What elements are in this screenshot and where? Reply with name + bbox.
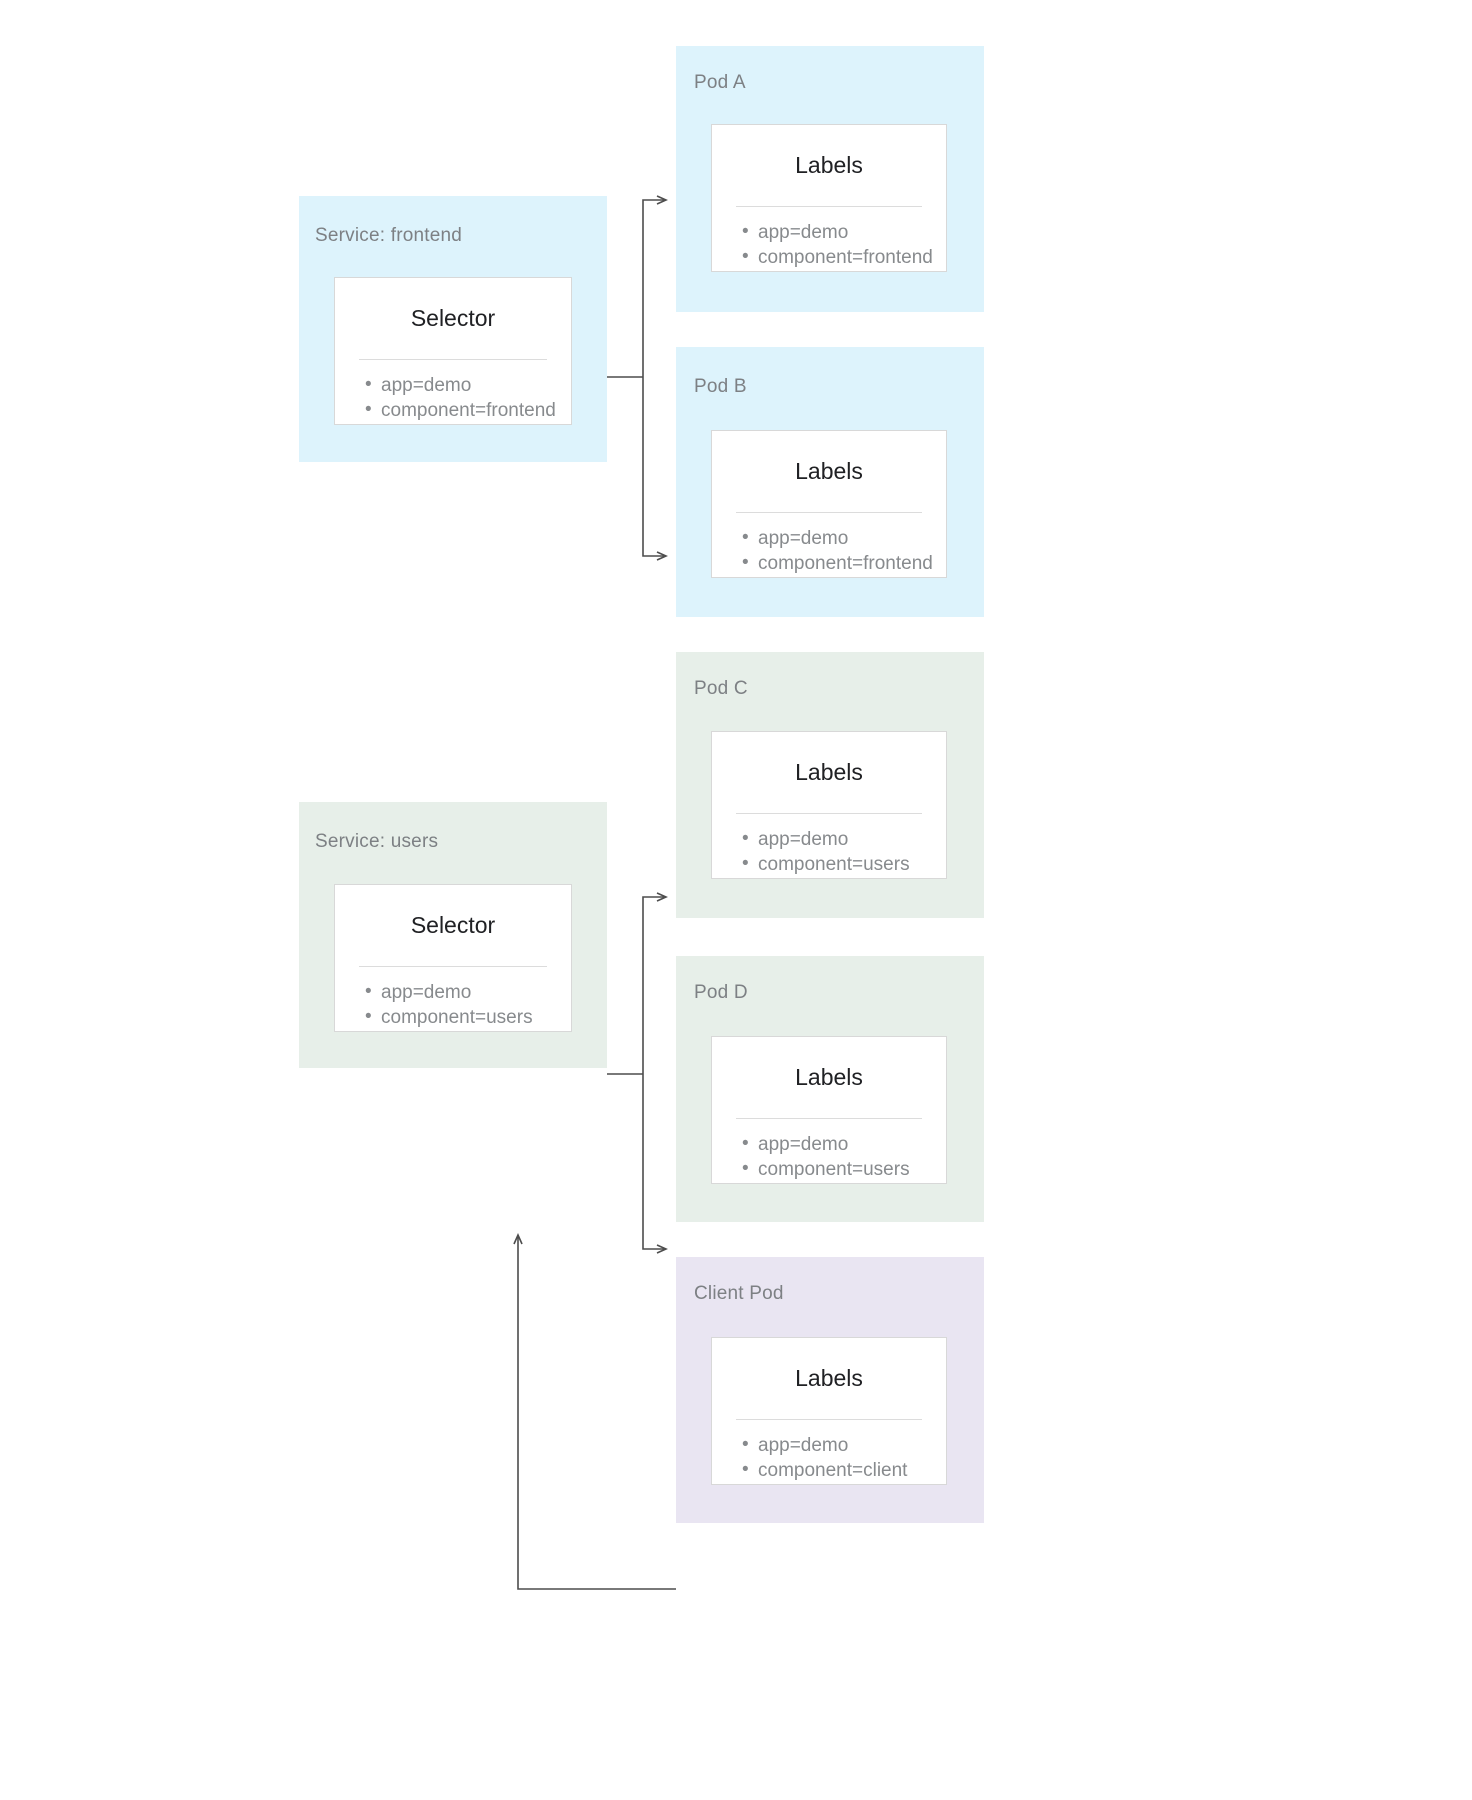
card-divider xyxy=(736,812,922,814)
pod-b-labels-card[interactable]: Labels app=demo component=frontend xyxy=(711,430,947,578)
pod-d-label-list: app=demo component=users xyxy=(712,1119,946,1182)
client-pod-title: Client Pod xyxy=(694,1283,784,1304)
card-divider xyxy=(736,511,922,513)
selector-card-title: Selector xyxy=(410,912,496,938)
list-item: component=frontend xyxy=(742,550,946,576)
connector-client-to-users xyxy=(513,1233,676,1590)
card-divider xyxy=(736,1117,922,1119)
selector-label-list: app=demo component=frontend xyxy=(335,360,571,423)
pod-a-labels-card[interactable]: Labels app=demo component=frontend xyxy=(711,124,947,272)
pod-c-labels-card[interactable]: Labels app=demo component=users xyxy=(711,731,947,879)
list-item: component=users xyxy=(742,1156,946,1182)
selector-card-title: Selector xyxy=(410,305,496,331)
pod-b-label-list: app=demo component=frontend xyxy=(712,513,946,576)
pod-c-label-list: app=demo component=users xyxy=(712,814,946,877)
service-users-title: Service: users xyxy=(315,831,439,852)
service-frontend-title: Service: frontend xyxy=(315,225,463,246)
list-item: app=demo xyxy=(742,525,946,551)
list-item: component=client xyxy=(742,1457,946,1483)
pod-d-labels-card[interactable]: Labels app=demo component=users xyxy=(711,1036,947,1184)
list-item: app=demo xyxy=(365,372,571,398)
list-item: component=frontend xyxy=(365,397,571,423)
client-pod-labels-card[interactable]: Labels app=demo component=client xyxy=(711,1337,947,1485)
card-divider xyxy=(359,358,547,360)
card-divider xyxy=(736,205,922,207)
pod-c-title: Pod C xyxy=(694,678,748,699)
list-item: component=users xyxy=(742,851,946,877)
selector-label-list: app=demo component=users xyxy=(335,967,571,1030)
pod-b-title: Pod B xyxy=(694,376,747,397)
list-item: component=frontend xyxy=(742,244,946,270)
list-item: app=demo xyxy=(742,219,946,245)
labels-card-title: Labels xyxy=(795,458,863,484)
connector-users-to-pods xyxy=(607,892,668,1254)
service-frontend-selector-card[interactable]: Selector app=demo component=frontend xyxy=(334,277,572,425)
client-pod-label-list: app=demo component=client xyxy=(712,1420,946,1483)
labels-card-title: Labels xyxy=(795,1064,863,1090)
labels-card-title: Labels xyxy=(795,759,863,785)
list-item: app=demo xyxy=(365,979,571,1005)
card-divider xyxy=(359,965,547,967)
labels-card-title: Labels xyxy=(795,1365,863,1391)
list-item: component=users xyxy=(365,1004,571,1030)
pod-a-label-list: app=demo component=frontend xyxy=(712,207,946,270)
connector-frontend-to-pods xyxy=(607,195,668,561)
service-users-selector-card[interactable]: Selector app=demo component=users xyxy=(334,884,572,1032)
list-item: app=demo xyxy=(742,1432,946,1458)
list-item: app=demo xyxy=(742,826,946,852)
labels-card-title: Labels xyxy=(795,152,863,178)
list-item: app=demo xyxy=(742,1131,946,1157)
pod-a-title: Pod A xyxy=(694,72,746,93)
pod-d-title: Pod D xyxy=(694,982,748,1003)
card-divider xyxy=(736,1418,922,1420)
